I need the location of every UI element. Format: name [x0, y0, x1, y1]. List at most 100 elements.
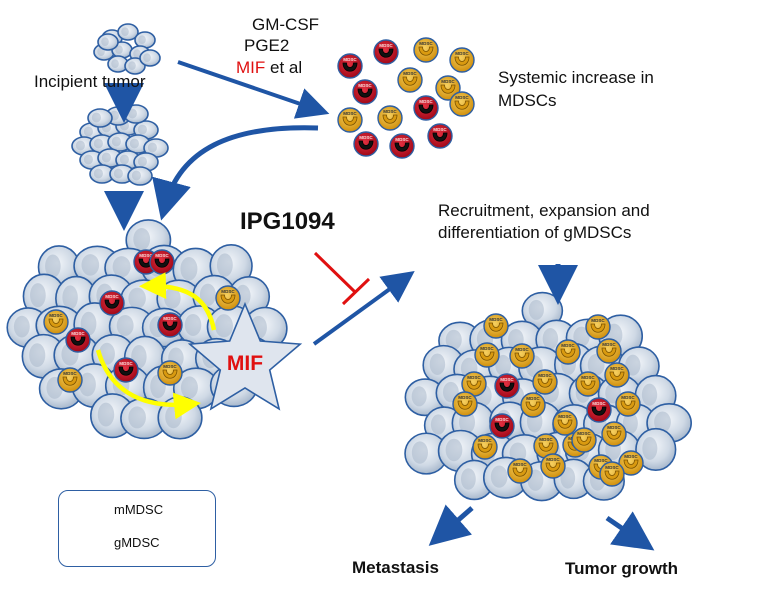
gmdsc-cell: MDSC: [483, 313, 509, 339]
mdsc-badge-text: MDSC: [419, 99, 433, 104]
mdsc-badge-text: MDSC: [358, 83, 372, 88]
mdsc-badge-text: MDSC: [577, 431, 591, 436]
mdsc-badge-text: MDSC: [478, 438, 492, 443]
mdsc-badge-text: MDSC: [607, 425, 621, 430]
gmdsc-cell: MDSC: [57, 367, 83, 393]
tumor-cell: [635, 427, 677, 472]
inhibition-line: [313, 251, 357, 294]
tumor-cell: [123, 104, 149, 124]
mdsc-badge-text: MDSC: [581, 375, 595, 380]
gmdsc-cell: MDSC: [397, 67, 423, 93]
gmdsc-cell: MDSC: [571, 427, 597, 453]
mdsc-badge-text: MDSC: [592, 401, 606, 406]
mmdsc-cell: MDSC: [99, 290, 125, 316]
tumor-cell: [404, 378, 446, 417]
tumor-cell: [87, 108, 113, 128]
gmdsc-cell: MDSC: [507, 458, 533, 484]
mdsc-badge-text: MDSC: [546, 457, 560, 462]
mmdsc-cell: MDSC: [494, 373, 520, 399]
mdsc-badge-text: MDSC: [561, 343, 575, 348]
tumor-cell: [97, 33, 119, 51]
mdsc-badge-text: MDSC: [621, 395, 635, 400]
gmdsc-cell: MDSC: [540, 453, 566, 479]
mmdsc-cell: MDSC: [113, 357, 139, 383]
mdsc-badge-text: MDSC: [480, 346, 494, 351]
gmdsc-cell: MDSC: [509, 343, 535, 369]
arrow-return-to-tumor: [152, 125, 319, 221]
mdsc-badge-text: MDSC: [591, 318, 605, 323]
mmdsc-cell: MDSC: [65, 327, 91, 353]
tumor-cell: [117, 23, 139, 41]
gmdsc-cell: MDSC: [596, 338, 622, 364]
tumor-cell: [139, 49, 161, 67]
legend-label-mmdsc: mMDSC: [114, 502, 164, 517]
factor-mif-label: MIF: [236, 58, 266, 77]
tumor-cell: [437, 429, 484, 473]
mdsc-badge-text: MDSC: [63, 371, 77, 376]
mif-star: [187, 301, 303, 411]
mmdsc-cell: MDSC: [337, 53, 363, 79]
mdsc-badge-text: MDSC: [163, 316, 177, 321]
mdsc-badge-text: MDSC: [624, 454, 638, 459]
outcome-metastasis-label: Metastasis: [352, 558, 439, 577]
gmdsc-cell: MDSC: [337, 107, 363, 133]
gmdsc-cell: MDSC: [452, 391, 478, 417]
mdsc-badge-text: MDSC: [139, 253, 153, 258]
gmdsc-cell: MDSC: [604, 362, 630, 388]
mdsc-badge-text: MDSC: [539, 437, 553, 442]
mdsc-badge-text: MDSC: [458, 395, 472, 400]
mdsc-badge-text: MDSC: [594, 458, 608, 463]
mmdsc-cell: MDSC: [149, 249, 175, 275]
mdsc-badge-text: MDSC: [359, 135, 373, 140]
systemic-label-line2: MDSCs: [498, 91, 557, 110]
mdsc-badge-text: MDSC: [605, 465, 619, 470]
gmdsc-cell: MDSC: [215, 285, 241, 311]
mdsc-badge-text: MDSC: [395, 137, 409, 142]
gmdsc-cell: MDSC: [435, 75, 461, 101]
mdsc-badge-text: MDSC: [105, 294, 119, 299]
mmdsc-cell: MDSC: [427, 123, 453, 149]
inhibitor-label: IPG1094: [240, 208, 335, 235]
mdsc-badge-text: MDSC: [610, 366, 624, 371]
mdsc-badge-text: MDSC: [163, 364, 177, 369]
systemic-label-line1: Systemic increase in: [498, 68, 654, 87]
mmdsc-cell: MDSC: [413, 95, 439, 121]
gmdsc-cell: MDSC: [585, 314, 611, 340]
incipient-tumor-label: Incipient tumor: [34, 72, 146, 91]
gmdsc-cell: MDSC: [555, 339, 581, 365]
mdsc-badge-text: MDSC: [155, 253, 169, 258]
gmdsc-cell: MDSC: [449, 91, 475, 117]
mmdsc-cell: MDSC: [489, 413, 515, 439]
mmdsc-cell: MDSC: [157, 312, 183, 338]
outcome-tumor-growth-label: Tumor growth: [565, 559, 678, 578]
gmdsc-cell: MDSC: [618, 450, 644, 476]
gmdsc-cell: MDSC: [575, 371, 601, 397]
recruitment-label-line2: differentiation of gMDSCs: [438, 223, 632, 242]
mdsc-badge-text: MDSC: [513, 462, 527, 467]
arrow-layer: [104, 60, 655, 551]
mdsc-badge-text: MDSC: [538, 373, 552, 378]
mdsc-badge-text: MDSC: [383, 109, 397, 114]
tumor-cell: [453, 459, 495, 501]
mmdsc-cell: MDSC: [586, 397, 612, 423]
yellow-arrow-lower: [95, 349, 201, 420]
gmdsc-cell: MDSC: [413, 37, 439, 63]
gmdsc-cell: MDSC: [377, 105, 403, 131]
gmdsc-cell: MDSC: [461, 371, 487, 397]
mdsc-badge-text: MDSC: [495, 417, 509, 422]
mdsc-badge-text: MDSC: [419, 41, 433, 46]
mif-star-label: MIF: [227, 352, 263, 375]
legend-label-gmdsc: gMDSC: [114, 535, 160, 550]
mmdsc-cell: MDSC: [353, 131, 379, 157]
arrow-to-systemic: [177, 60, 330, 119]
mdsc-badge-text: MDSC: [119, 361, 133, 366]
factor-pge2-label: PGE2: [244, 36, 290, 55]
gmdsc-cell: MDSC: [520, 392, 546, 418]
tumor-cell: [127, 166, 153, 186]
mdsc-badge-text: MDSC: [49, 313, 63, 318]
gmdsc-cell: MDSC: [472, 434, 498, 460]
gmdsc-cell: MDSC: [552, 410, 578, 436]
mdsc-badge-text: MDSC: [558, 414, 572, 419]
